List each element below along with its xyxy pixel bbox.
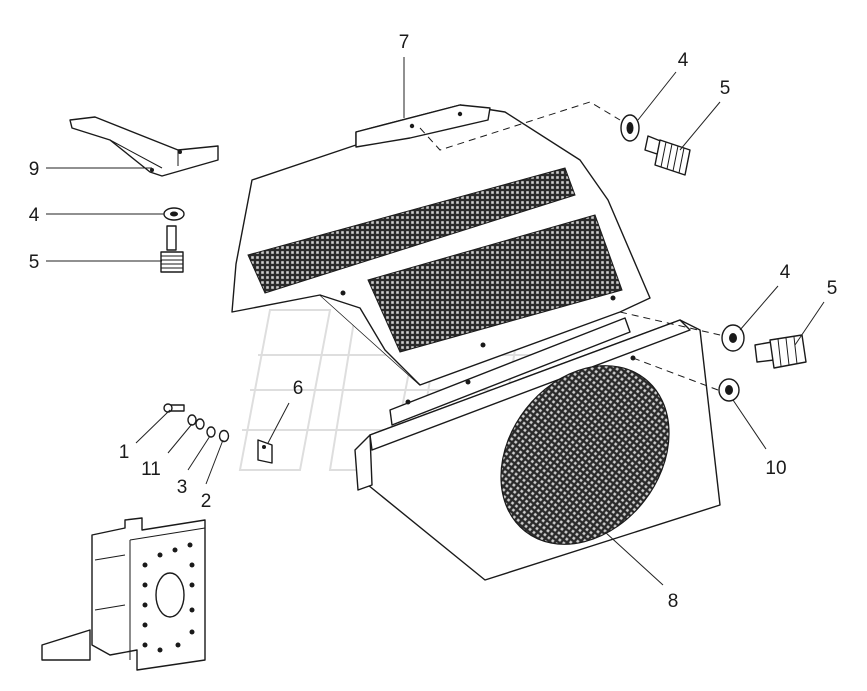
callout-5-right: 5: [827, 278, 838, 299]
part-9-bracket: [69, 116, 219, 177]
part-7-upper-cover: [231, 101, 651, 386]
callout-11: 11: [141, 459, 161, 480]
callout-7: 7: [399, 32, 410, 53]
part-6-clip: [257, 439, 273, 464]
callout-8: 8: [668, 591, 679, 612]
callout-5-left: 5: [29, 252, 40, 273]
frame-context-drawing: [41, 517, 206, 671]
part-4-washer-right: [721, 324, 745, 352]
part-11-washer: [187, 414, 205, 430]
part-5-connector-right: [754, 334, 807, 369]
part-5-stud-left: [160, 225, 184, 273]
part-10-grommet: [718, 378, 740, 402]
callout-9: 9: [29, 159, 40, 180]
leader-lines: [46, 57, 825, 586]
callout-1: 1: [119, 442, 130, 463]
callout-6: 6: [293, 378, 304, 399]
callout-4-right: 4: [780, 262, 791, 283]
callout-3: 3: [177, 477, 188, 498]
callout-2: 2: [201, 491, 212, 512]
part-8-lower-housing: [354, 311, 721, 581]
part-4-washer-left: [163, 207, 185, 221]
part-5-connector-top: [644, 135, 691, 176]
callout-4-left: 4: [29, 205, 40, 226]
callout-10: 10: [765, 458, 786, 479]
part-1-bolt: [163, 403, 185, 413]
callout-5-top: 5: [720, 78, 731, 99]
part-3-washer: [206, 426, 216, 438]
callout-4-top: 4: [678, 50, 689, 71]
part-4-washer-top: [620, 114, 640, 142]
part-2-nut: [218, 429, 230, 443]
